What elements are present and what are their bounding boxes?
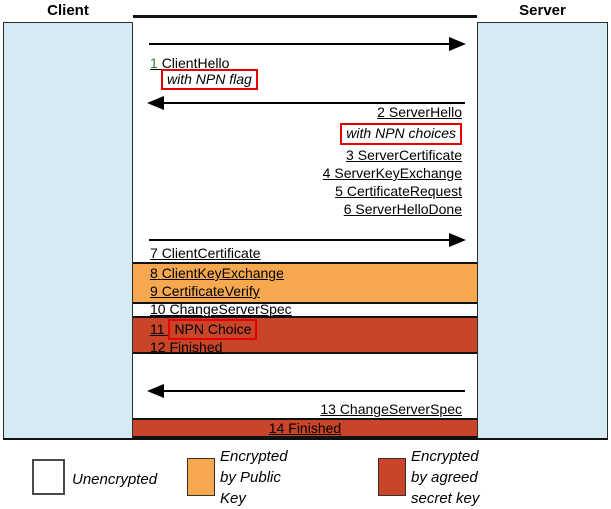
- secret-key-encrypted-band-1: [133, 316, 477, 354]
- message-label: ChangeServerSpec: [339, 401, 462, 417]
- arrow-right-head-icon: [449, 37, 466, 51]
- message-5: 5 CertificateRequest: [335, 183, 462, 200]
- npn-choice-highlight-box: NPN Choice: [168, 319, 258, 340]
- message-1: 1 ClientHello: [150, 55, 229, 71]
- legend-swatch-unencrypted: [32, 459, 65, 495]
- message-number: 3: [346, 147, 354, 163]
- message-label: CertificateVerify: [161, 283, 260, 299]
- message-number: 8: [150, 265, 158, 281]
- message-label: ClientCertificate: [161, 245, 261, 261]
- message-label: ServerCertificate: [357, 147, 462, 163]
- message-number: 1: [150, 55, 158, 71]
- server-flight-messages: 2 ServerHello with NPN choices 3 ServerC…: [323, 104, 462, 218]
- client-column: [3, 22, 133, 439]
- legend-label-secret-key: Encrypted by agreed secret key: [411, 448, 480, 507]
- message-label: ClientKeyExchange: [161, 265, 284, 281]
- message-label: Finished: [288, 420, 342, 436]
- message-11: 11 NPN Choice: [150, 319, 258, 340]
- message-3: 3 ServerCertificate: [346, 147, 462, 164]
- arrow-shaft: [149, 238, 451, 241]
- message-13: 13 ChangeServerSpec: [320, 401, 462, 417]
- arrow-shaft: [149, 42, 451, 45]
- public-key-encrypted-band: [133, 262, 477, 304]
- message-number: 14: [268, 420, 285, 436]
- message-number: 12: [150, 339, 166, 355]
- message-number: 6: [343, 201, 352, 217]
- message-label: ClientHello: [161, 55, 230, 71]
- arrow-left-head-icon: [147, 384, 164, 398]
- legend-swatch-public-key: [187, 458, 215, 496]
- message-8: 8 ClientKeyExchange: [150, 265, 284, 281]
- server-column: [477, 22, 608, 439]
- message-label: Finished: [169, 339, 223, 355]
- arrow-shaft: [162, 389, 465, 392]
- legend-label-unencrypted: Unencrypted: [72, 471, 158, 488]
- message-label: NPN Choice: [174, 321, 252, 337]
- legend-swatch-secret-key: [378, 458, 406, 496]
- message-number: 9: [150, 283, 158, 299]
- arrow-right-head-icon: [449, 233, 466, 247]
- message-number: 4: [322, 165, 331, 181]
- message-number: 10: [150, 301, 166, 317]
- npn-choices-highlight-box: with NPN choices: [340, 123, 462, 145]
- message-number: 7: [150, 245, 158, 261]
- npn-flag-highlight-box: with NPN flag: [161, 69, 258, 90]
- message-4: 4 ServerKeyExchange: [323, 165, 462, 182]
- message-number: 11: [150, 321, 165, 337]
- arrow-left-head-icon: [147, 96, 164, 110]
- message-number: 2: [377, 104, 385, 120]
- message-6: 6 ServerHelloDone: [344, 201, 462, 218]
- message-label: ChangeServerSpec: [169, 301, 292, 317]
- legend-label-public-key: Encrypted by Public Key: [220, 448, 288, 507]
- message-number: 5: [335, 183, 343, 199]
- server-label: Server: [519, 2, 566, 19]
- secret-key-encrypted-band-2: [133, 418, 477, 438]
- message-9: 9 CertificateVerify: [150, 283, 260, 299]
- message-number: 13: [320, 401, 336, 417]
- message-area-bottom-border: [3, 437, 608, 440]
- message-label: ServerKeyExchange: [334, 165, 462, 181]
- message-label: ServerHello: [388, 104, 462, 120]
- message-2: 2 ServerHello: [377, 104, 462, 121]
- message-10: 10 ChangeServerSpec: [150, 301, 292, 317]
- client-label: Client: [47, 2, 89, 19]
- arrow-shaft: [162, 101, 465, 104]
- message-label: CertificateRequest: [346, 183, 462, 199]
- message-label: ServerHelloDone: [355, 201, 462, 217]
- message-area-top-border: [133, 15, 477, 18]
- message-14: 14 Finished: [133, 420, 477, 436]
- message-12: 12 Finished: [150, 339, 222, 355]
- message-7: 7 ClientCertificate: [150, 245, 261, 261]
